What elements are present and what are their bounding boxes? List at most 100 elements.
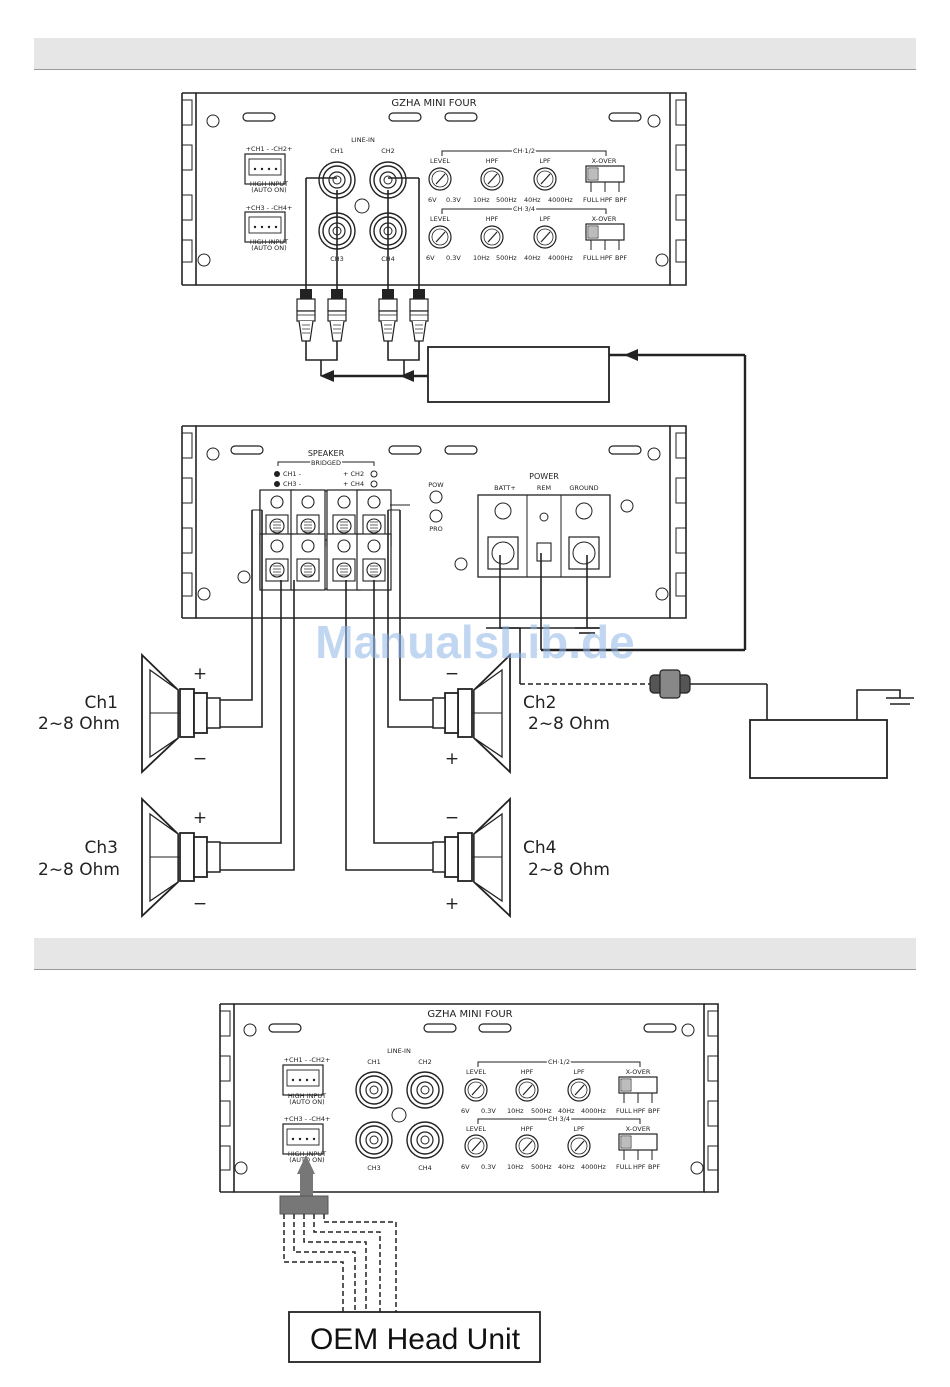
full-label-2: FULL	[583, 254, 599, 262]
hpf-label: HPF	[486, 157, 499, 165]
amp-model-label: GZHA MINI FOUR	[391, 98, 476, 109]
high-input-34-label: +CH3 - -CH4+	[246, 204, 293, 212]
watermark: ManualsLib.de	[315, 616, 634, 668]
ch1-label: Ch1	[85, 693, 118, 713]
ch2-plus: +	[445, 749, 459, 769]
level-max-bottom: 0.3V	[481, 1107, 496, 1115]
lpf-min-2: 40Hz	[524, 254, 541, 262]
high-input-label: HIGH INPUT	[250, 180, 288, 188]
hpf-min-2: 10Hz	[473, 254, 490, 262]
ch4-minus: −	[445, 808, 459, 828]
hpf-switch-label-2: HPF	[600, 254, 613, 262]
hpf-switch-label-bottom-2: HPF	[633, 1163, 646, 1171]
rem-label: REM	[537, 484, 551, 492]
ch4-ohm: 2~8 Ohm	[528, 860, 610, 880]
ch2-label: Ch2	[523, 693, 556, 713]
lpf-max: 4000Hz	[548, 196, 573, 204]
hpf-label-bottom-2: HPF	[521, 1125, 534, 1133]
lpf-label-bottom: LPF	[573, 1068, 585, 1076]
ch1-row-label: CH1 -	[283, 470, 302, 478]
hpf-min-bottom-2: 10Hz	[507, 1163, 524, 1171]
rca-ch3-label-bottom: CH3	[367, 1164, 381, 1172]
ch3-plus: +	[193, 808, 207, 828]
hpf-min-bottom: 10Hz	[507, 1107, 524, 1115]
ch1-minus: −	[193, 749, 207, 769]
ch34-label-bottom: CH 3/4	[548, 1115, 570, 1123]
ch12-label-bottom: CH 1/2	[548, 1058, 570, 1066]
speaker-ch2	[432, 652, 511, 775]
high-input-12-label-bottom: +CH1 - -CH2+	[284, 1056, 331, 1064]
ch4-plus: +	[445, 894, 459, 914]
hpf-label-2: HPF	[486, 215, 499, 223]
hpf-max-2: 500Hz	[496, 254, 517, 262]
ch34-label: CH 3/4	[513, 205, 535, 213]
level-label-2: LEVEL	[430, 215, 450, 223]
level-label: LEVEL	[430, 157, 450, 165]
lpf-label: LPF	[539, 157, 551, 165]
line-in-label-bottom: LINE-IN	[387, 1047, 411, 1055]
hpf-switch-label: HPF	[600, 196, 613, 204]
xover-label: X-OVER	[592, 157, 617, 165]
hpf-max-bottom-2: 500Hz	[531, 1163, 552, 1171]
speaker-label: SPEAKER	[308, 449, 345, 458]
ch12-label: CH 1/2	[513, 147, 535, 155]
pro-label: PRO	[429, 525, 443, 533]
lpf-min-bottom: 40Hz	[558, 1107, 575, 1115]
amplifier-front-panel-bottom: GZHA MINI FOUR LINE-IN +CH1 - -CH2+ HIGH…	[219, 1003, 719, 1193]
speaker-ch4	[432, 796, 511, 919]
rca-ch1-label: CH1	[330, 147, 344, 155]
hpf-max-bottom: 500Hz	[531, 1107, 552, 1115]
full-label-bottom-2: FULL	[616, 1163, 632, 1171]
lpf-max-2: 4000Hz	[548, 254, 573, 262]
hpf-label-bottom: HPF	[521, 1068, 534, 1076]
power-wiring	[486, 553, 914, 779]
oem-head-unit-box	[288, 1311, 541, 1363]
ch4-label: Ch4	[523, 838, 556, 858]
full-label-bottom: FULL	[616, 1107, 632, 1115]
remote-arrow	[624, 349, 638, 361]
level-min-bottom-2: 6V	[461, 1163, 470, 1171]
pow-label: POW	[428, 481, 444, 489]
amplifier-front-panel-top: GZHA MINI FOUR LINE-IN +CH1 - -CH2+ HIGH…	[181, 92, 687, 286]
ch4-row-label: + CH4	[343, 480, 364, 488]
ch1-ohm: 2~8 Ohm	[38, 714, 120, 734]
lpf-label-bottom-2: LPF	[573, 1125, 585, 1133]
ch1-plus: +	[193, 664, 207, 684]
power-label: POWER	[529, 472, 559, 481]
lpf-max-bottom-2: 4000Hz	[581, 1163, 606, 1171]
high-input-34-label-bottom: +CH3 - -CH4+	[284, 1115, 331, 1123]
level-label-bottom: LEVEL	[466, 1068, 486, 1076]
level-max-bottom-2: 0.3V	[481, 1163, 496, 1171]
level-min-2: 6V	[426, 254, 435, 262]
lpf-max-bottom: 4000Hz	[581, 1107, 606, 1115]
oem-head-unit-label: OEM Head Unit	[310, 1323, 521, 1356]
hpf-switch-label-bottom: HPF	[633, 1107, 646, 1115]
hpf-min: 10Hz	[473, 196, 490, 204]
high-input-label-bottom-2: HIGH INPUT	[288, 1150, 326, 1158]
speaker-ch1	[141, 652, 221, 775]
high-input-harness	[279, 1155, 397, 1312]
source-unit-box	[427, 346, 610, 403]
bpf-label-bottom-2: BPF	[648, 1163, 660, 1171]
xover-label-bottom-2: X-OVER	[626, 1125, 651, 1133]
hpf-max: 500Hz	[496, 196, 517, 204]
auto-on-label-2: (AUTO ON)	[251, 244, 286, 252]
lpf-min-bottom-2: 40Hz	[558, 1163, 575, 1171]
level-label-bottom-2: LEVEL	[466, 1125, 486, 1133]
bridged-label: BRIDGED	[311, 459, 341, 467]
bpf-label-bottom: BPF	[648, 1107, 660, 1115]
amplifier-power-panel: SPEAKER BRIDGED CH1 - CH3 - + CH2 + CH4 …	[181, 425, 687, 619]
ch2-minus: −	[445, 664, 459, 684]
level-max: 0.3V	[446, 196, 461, 204]
bpf-label: BPF	[615, 196, 627, 204]
lpf-label-2: LPF	[539, 215, 551, 223]
high-input-12-label: +CH1 - -CH2+	[246, 145, 293, 153]
lpf-min: 40Hz	[524, 196, 541, 204]
battery-box	[749, 719, 888, 779]
section-header-band-top	[34, 38, 916, 70]
rca-cables	[296, 177, 429, 382]
ch3-minus: −	[193, 894, 207, 914]
rca-ch4-label-bottom: CH4	[418, 1164, 432, 1172]
batt-label: BATT+	[494, 484, 516, 492]
